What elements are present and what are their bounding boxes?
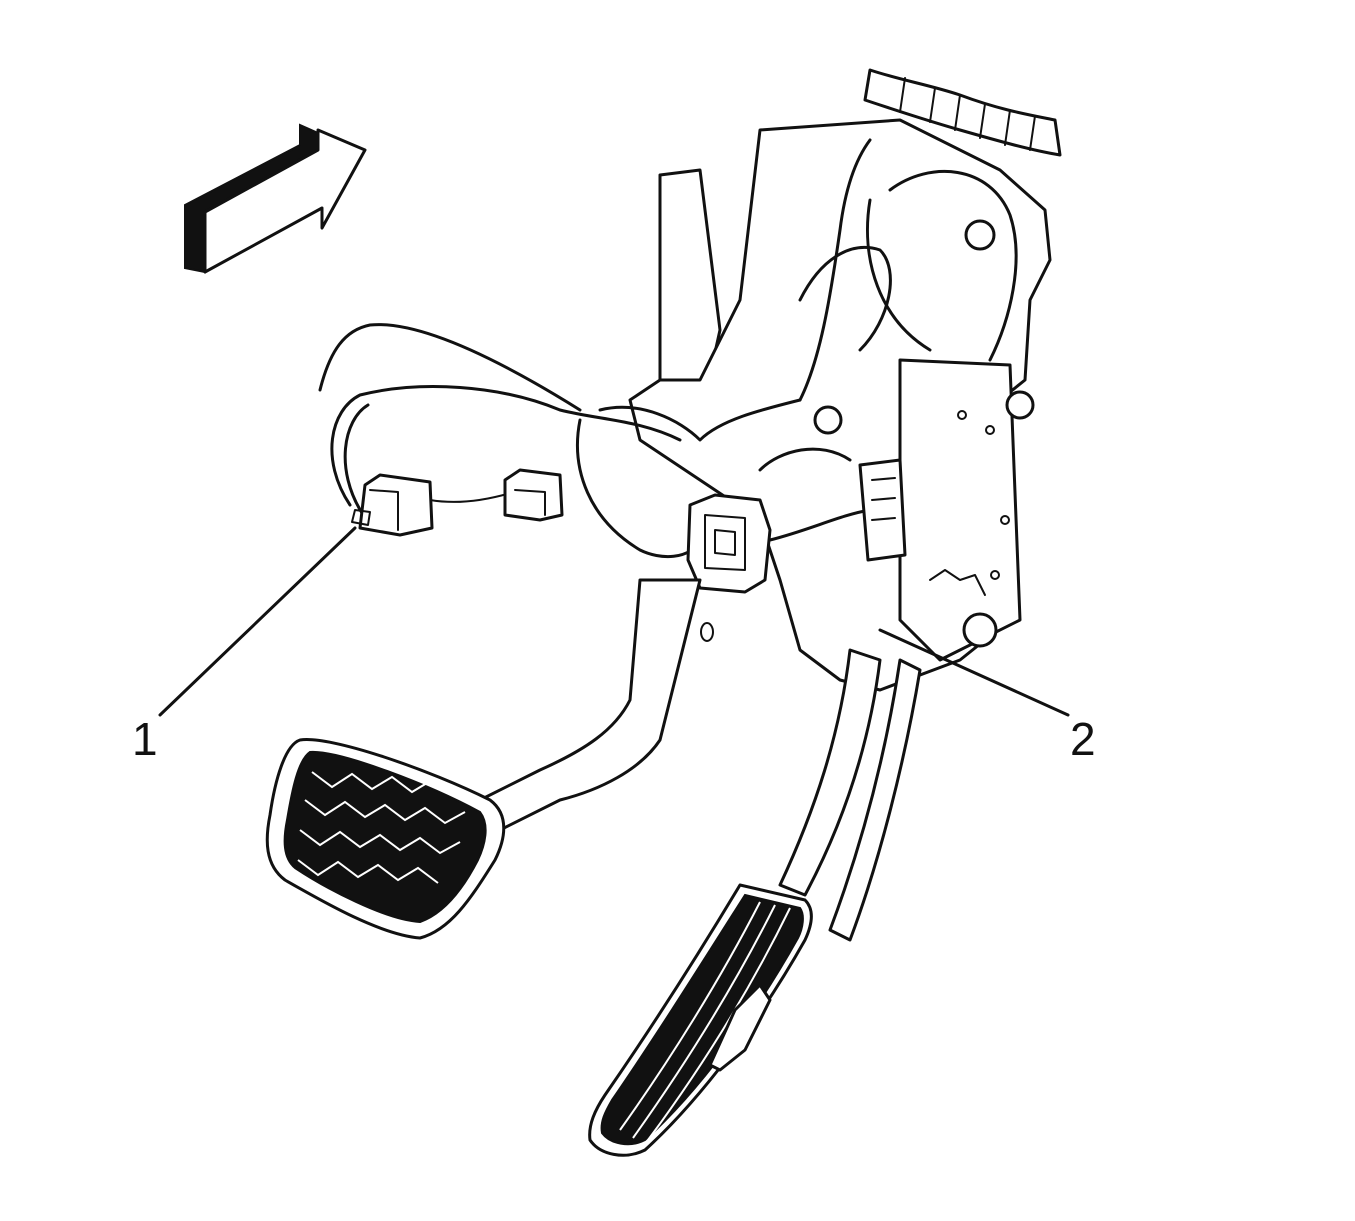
brake-pedal-position-sensor-connector — [351, 473, 434, 537]
accelerator-pedal-pad — [588, 883, 813, 1157]
accelerator-pedal-position-sensor — [858, 458, 907, 562]
callout-leader-1 — [158, 526, 357, 717]
front-direction-arrow — [184, 123, 367, 274]
pedal-bracket — [628, 118, 1052, 692]
accelerator-pedal-arm — [778, 648, 922, 942]
wiring-harness-sleeve — [863, 68, 1062, 157]
brake-pedal-position-sensor — [503, 468, 564, 522]
wiring-harness — [318, 138, 872, 559]
callout-leader-2 — [878, 628, 1070, 717]
callout-leaders — [158, 526, 1070, 717]
accelerator-pedal-position-sensor-connector — [686, 493, 772, 594]
brake-pedal-pad — [265, 738, 506, 940]
callout-label-1: 1 — [132, 713, 158, 765]
brake-pedal-arm — [478, 578, 714, 832]
callout-label-2: 2 — [1070, 713, 1096, 765]
